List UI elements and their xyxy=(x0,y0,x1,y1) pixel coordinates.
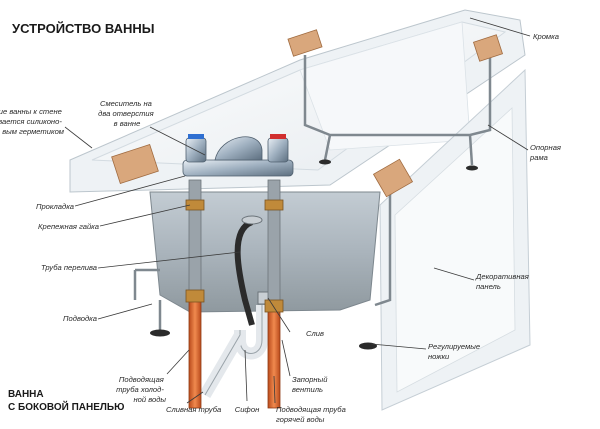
decorative-panel xyxy=(379,68,531,411)
label-opornaya-rama: Опорная рама xyxy=(529,143,563,162)
label-krepezhnaya-gayka: Крепежная гайка xyxy=(38,222,99,231)
caption-line-2: С БОКОВОЙ ПАНЕЛЬЮ xyxy=(8,400,124,413)
faucet xyxy=(182,134,294,177)
leader-lines xyxy=(64,17,531,404)
support-frame xyxy=(133,55,492,330)
label-kromka: Кромка xyxy=(533,32,559,41)
wood-blocks xyxy=(111,29,504,198)
label-slivnaya-truba: Сливная труба xyxy=(166,405,221,414)
label-podvodyashchaya-goryachey: Подводящая труба горячей воды xyxy=(276,405,348,424)
label-zapornyi-ventil: Запорный вентиль xyxy=(292,375,330,394)
label-podvodka: Подводка xyxy=(63,314,97,323)
supply-pipes xyxy=(185,179,284,409)
diagram-title: УСТРОЙСТВО ВАННЫ xyxy=(12,21,154,36)
label-podvodyashchaya-kholodnoy: Подводящая труба холод- ной воды xyxy=(116,375,166,404)
label-truba-pereliva: Труба перелива xyxy=(41,263,97,272)
label-reguliruemye-nozhki: Регулируемые ножки xyxy=(428,342,482,361)
label-primykanie: Примыкание ванны к стене промазывается с… xyxy=(0,107,65,136)
siphon xyxy=(199,305,268,399)
adjustable-feet xyxy=(150,159,478,350)
bathtub-rim xyxy=(69,9,526,193)
label-sifon: Сифон xyxy=(235,405,260,414)
label-prokladka: Прокладка xyxy=(36,202,74,211)
bathtub-body xyxy=(149,191,381,313)
caption-line-1: ВАННА xyxy=(8,389,44,400)
label-sliv: Слив xyxy=(306,329,324,338)
label-smesitel: Смеситель на два отверстия в ванне xyxy=(98,99,156,128)
label-dekorativnaya-panel: Декоративная панель xyxy=(475,272,531,291)
